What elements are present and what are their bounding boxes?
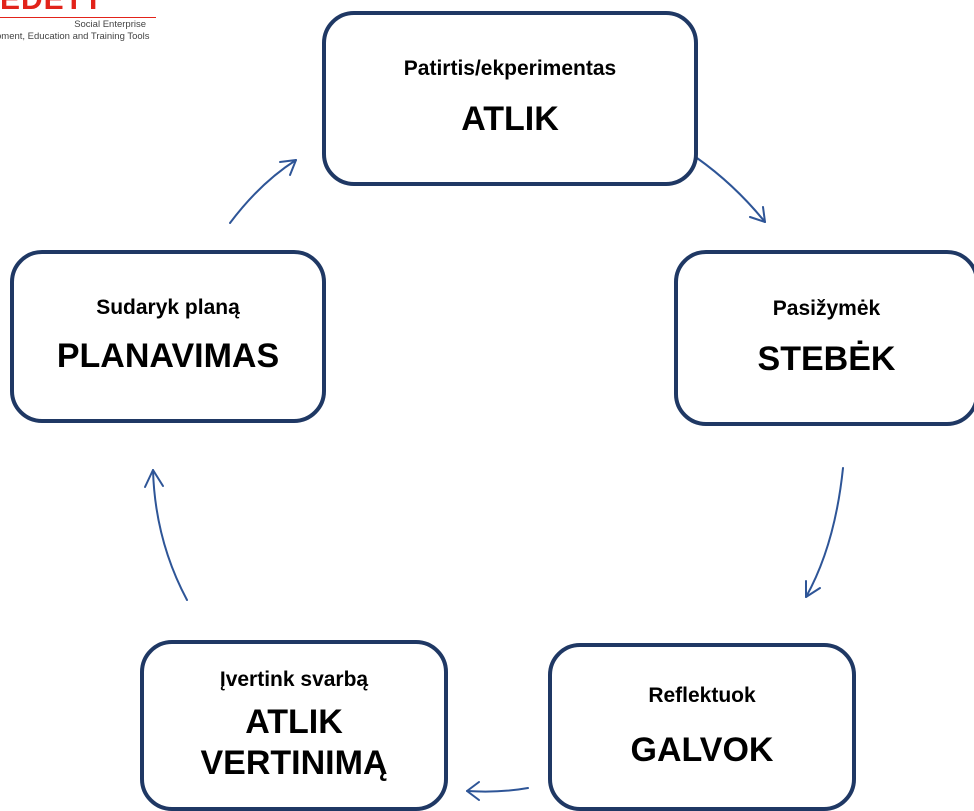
node-stebek: Pasižymėk STEBĖK [674, 250, 974, 426]
node-subtitle: Patirtis/ekperimentas [403, 57, 617, 81]
arrow-vertinima-to-planavimas [144, 469, 188, 601]
logo-tagline-2: pment, Education and Training Tools [0, 31, 150, 42]
logo-tagline-1: Social Enterprise [74, 19, 146, 30]
node-planavimas: Sudaryk planą PLANAVIMAS [10, 250, 326, 423]
node-subtitle: Reflektuok [648, 683, 756, 707]
node-title-line-1: ATLIK [245, 702, 343, 741]
node-title-line-2: VERTINIMĄ [200, 743, 388, 782]
node-atlik: Patirtis/ekperimentas ATLIK [322, 11, 698, 186]
logo-divider [0, 17, 156, 18]
node-title: PLANAVIMAS [56, 337, 280, 376]
arrow-atlik-to-stebek [696, 157, 766, 223]
node-title: ATLIK [461, 100, 559, 139]
node-title: ATLIK VERTINIMĄ [201, 702, 388, 784]
arrow-galvok-to-vertinima [466, 781, 529, 801]
arrow-stebek-to-galvok [805, 467, 844, 598]
node-vertinima: Įvertink svarbą ATLIK VERTINIMĄ [140, 640, 448, 811]
node-subtitle: Įvertink svarbą [219, 667, 369, 691]
node-subtitle: Sudaryk planą [96, 296, 240, 320]
edett-logo: EDETT Social Enterprise pment, Education… [0, 0, 170, 42]
node-title: GALVOK [630, 730, 774, 769]
node-subtitle: Pasižymėk [772, 296, 881, 320]
node-title: STEBĖK [757, 339, 896, 378]
node-galvok: Reflektuok GALVOK [548, 643, 856, 811]
logo-mark: EDETT [0, 0, 160, 14]
arrow-planavimas-to-atlik [229, 159, 297, 224]
